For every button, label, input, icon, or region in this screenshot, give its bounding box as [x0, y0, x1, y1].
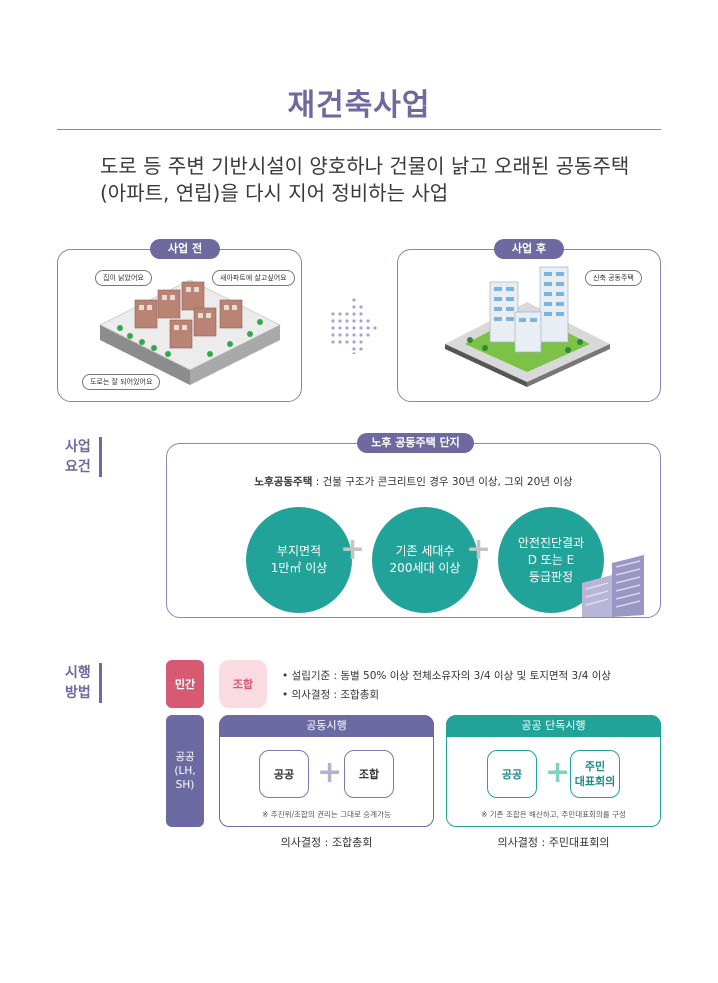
sole-residents-line2: 대표회의	[574, 775, 616, 788]
plus-icon: +	[466, 532, 492, 567]
before-label: 사업 전	[150, 239, 220, 259]
methods-side-label-line2: 방법	[65, 685, 91, 701]
requirement-households-line1: 기존 세대수	[395, 544, 455, 558]
requirements-header: 노후 공동주택 단지	[357, 433, 474, 453]
requirement-land-area-line2: 1만㎡ 이상	[270, 561, 328, 575]
joint-decision: 의사결정 : 조합총회	[280, 836, 373, 849]
requirements-definition-term: 노후공동주택	[254, 476, 313, 488]
private-bullet-criteria: • 설립기준 : 동별 50% 이상 전체소유자의 3/4 이상 및 토지면적 …	[282, 670, 612, 682]
joint-note: ※ 추진위/조합의 권리는 그대로 승계가능	[262, 810, 391, 819]
before-bubble-new-apartment: 새아파트에 살고싶어요	[212, 270, 295, 286]
plus-icon: +	[545, 755, 571, 790]
public-tag-line2: (LH,	[174, 765, 196, 777]
building-icon	[582, 555, 644, 617]
page-title: 재건축사업	[287, 88, 431, 123]
requirement-safety-line3: 등급판정	[528, 569, 574, 584]
joint-union-box: 조합	[344, 750, 394, 798]
methods-side-label: 시행 방법	[65, 663, 102, 703]
requirement-households-line2: 200세대 이상	[389, 561, 461, 575]
sole-public-box: 공공	[487, 750, 537, 798]
methods-side-label-line1: 시행	[65, 665, 91, 681]
private-bullets: • 설립기준 : 동별 50% 이상 전체소유자의 3/4 이상 및 토지면적 …	[282, 667, 611, 705]
requirement-safety-line2: D 또는 E	[527, 552, 575, 567]
private-entity: 조합	[219, 660, 267, 708]
plus-icon: +	[317, 755, 343, 790]
requirement-land-area-line1: 부지면적	[276, 544, 322, 558]
title-divider	[57, 129, 661, 130]
requirement-households: 기존 세대수 200세대 이상	[372, 507, 478, 613]
requirements-side-label-line1: 사업	[65, 439, 91, 455]
after-illustration	[445, 266, 610, 387]
sole-header: 공공 단독시행	[446, 715, 661, 737]
public-tag-line1: 공공	[175, 751, 195, 763]
requirements-definition-text: : 건물 구조가 콘크리트인 경우 30년 이상, 그외 20년 이상	[312, 476, 573, 488]
after-bubble-new-housing: 신축 공동주택	[585, 270, 642, 286]
requirements-definition: 노후공동주택 : 건물 구조가 콘크리트인 경우 30년 이상, 그외 20년 …	[166, 474, 661, 489]
before-illustration	[98, 279, 282, 385]
sole-note: ※ 기존 조합은 해산하고, 주민대표회의를 구성	[481, 810, 626, 819]
joint-public-box: 공공	[259, 750, 309, 798]
requirement-land-area: 부지면적 1만㎡ 이상	[246, 507, 352, 613]
after-label: 사업 후	[494, 239, 564, 259]
before-bubble-old-house: 집이 낡았어요	[95, 270, 152, 286]
intro-text: 도로 등 주변 기반시설이 양호하나 건물이 낡고 오래된 공동주택 (아파트,…	[100, 154, 630, 205]
sole-decision: 의사결정 : 주민대표회의	[497, 836, 610, 849]
private-tag: 민간	[166, 660, 204, 708]
before-bubble-roads: 도로는 잘 되어있어요	[82, 374, 161, 390]
arrow-right-icon	[331, 298, 377, 354]
joint-header: 공동시행	[219, 715, 434, 737]
sole-residents-line1: 주민	[584, 760, 606, 773]
requirement-safety-line1: 안전진단결과	[517, 535, 585, 550]
private-bullet-decision: • 의사결정 : 조합총회	[282, 689, 380, 701]
requirements-side-label: 사업 요건	[65, 437, 102, 477]
plus-icon: +	[340, 532, 366, 567]
requirements-side-label-line2: 요건	[65, 459, 91, 475]
public-tag-line3: SH)	[175, 779, 195, 791]
public-tag: 공공 (LH, SH)	[166, 715, 204, 827]
